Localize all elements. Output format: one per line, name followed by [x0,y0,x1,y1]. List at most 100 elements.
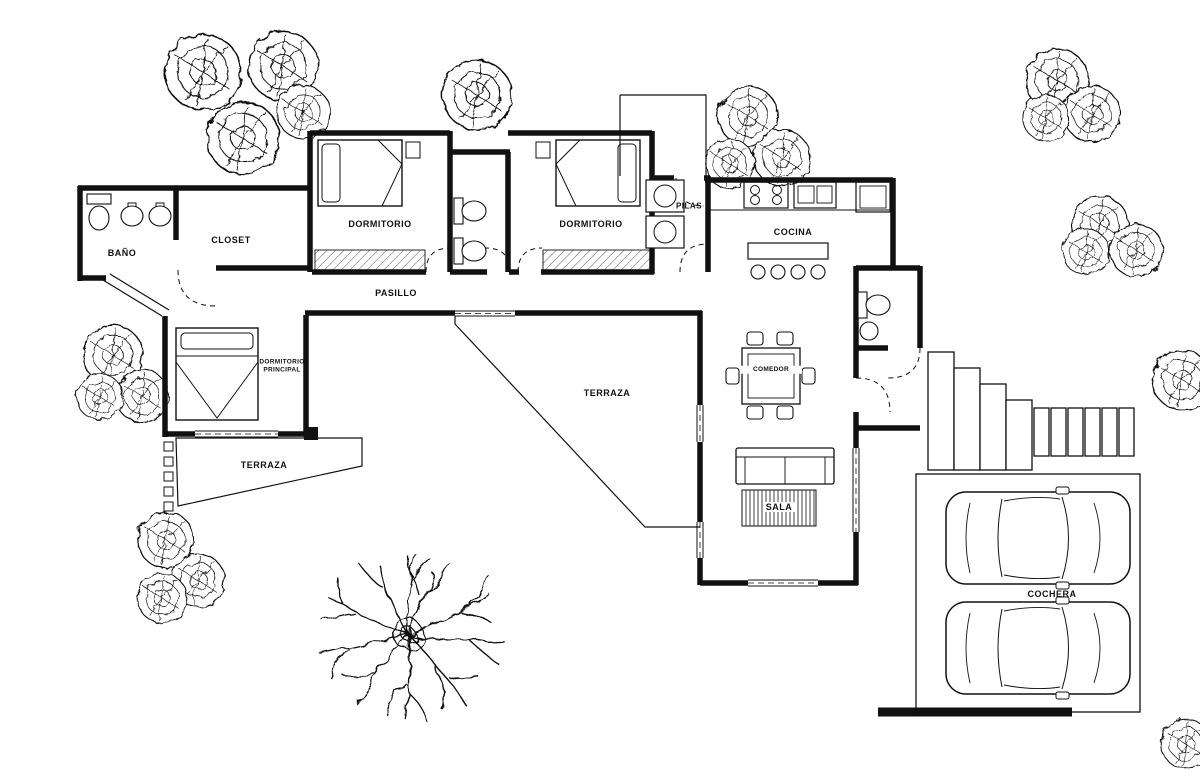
toilet-icon [461,200,487,222]
blanket-fold [175,355,259,419]
shared-bathroom-fixtures [453,197,487,265]
toilet-icon [88,205,110,231]
ramp-lines [102,273,170,317]
kitchen-island-icon [747,242,829,260]
door-swing-icon [485,247,511,273]
bare-tree-icon [320,555,504,724]
master-bedroom-furniture [175,327,259,421]
room-label-bano: BAÑO [107,248,137,258]
bed-icon [175,327,259,421]
laundry-tub-icon [653,220,677,244]
room-label-terraza-oeste: TERRAZA [240,460,288,470]
windows [195,310,860,587]
room-label-dormitorio-1: DORMITORIO [348,219,412,229]
tree-icon [1160,718,1200,770]
fridge-icon [859,185,887,209]
pillow-icon [180,332,254,350]
column-icon [163,471,174,482]
tree-icon [164,33,242,111]
stool-icon [810,264,826,280]
stair-tread [979,383,1007,471]
fridge-icon [855,181,891,213]
stair-tread [1005,399,1033,471]
laundry-fixtures [645,179,685,249]
laundry-tub-icon [653,184,677,208]
room-label-dormitorio-2: DORMITORIO [559,219,623,229]
room-label-dormitorio-principal: DORMITORIO PRINCIPAL [259,358,305,374]
column-icon [163,456,174,467]
stair-tread [1067,407,1084,457]
bedroom-1-furniture [314,139,426,271]
tree-icon [136,572,188,624]
kitchen-fixtures [706,181,891,280]
stool-icon [790,264,806,280]
stair-tread [1084,407,1101,457]
column-icon [163,501,174,512]
stair-tread [1118,407,1135,457]
tree-icon [76,373,124,421]
dining-table-icon [741,347,801,405]
car-icon [945,596,1131,700]
kitchen-sink-icon [816,185,833,204]
service-patio-outline [619,94,707,176]
walls [77,130,923,586]
burner-icon [772,195,782,205]
wall-corner-block [304,427,318,440]
door-swing-icon [177,269,217,307]
door-swing-icon [855,377,891,413]
terrace-central-outline [454,316,700,528]
room-label-pilas: PILAS [675,201,703,211]
wardrobe-icon [314,249,426,271]
door-swings [177,177,921,413]
nightstand-icon [405,141,421,159]
tree-icon [1151,349,1200,411]
door-swing-icon [679,243,709,273]
chair-icon [746,331,764,346]
tree-icon [1063,85,1121,143]
tree-icon [205,100,281,176]
stairs [927,351,1135,471]
room-label-cochera: COCHERA [1027,589,1077,599]
blanket-fold [377,139,403,207]
sofa-icon [736,456,834,484]
garage-outline [915,473,1141,713]
room-label-cocina: COCINA [773,227,813,237]
bed-icon [317,139,403,207]
stair-tread [1101,407,1118,457]
tree-icon [1062,228,1110,276]
room-label-comedor: COMEDOR [740,365,802,375]
chair-icon [801,367,816,385]
sink-icon [120,205,144,227]
chair-icon [776,331,794,346]
car-icon [945,486,1131,590]
burner-icon [772,185,782,195]
terrace-west-outline [175,437,363,507]
chair-icon [746,405,764,420]
toilet-icon [461,240,487,262]
column-icon [163,441,174,452]
tree-icon [1022,94,1070,142]
bedroom-2-furniture [535,139,652,271]
door-swing-icon [887,347,921,379]
stair-tread [1050,407,1067,457]
toilet-icon [86,193,112,205]
tree-icon [1109,223,1163,277]
burner-icon [750,195,760,205]
chair-icon [725,367,740,385]
bed-icon [555,139,641,207]
stair-tread [1033,407,1050,457]
blanket-fold [555,139,581,207]
room-label-closet: CLOSET [211,235,251,245]
wardrobe-icon [542,249,652,271]
burner-icon [750,185,760,195]
bathroom-main-fixtures [86,193,172,231]
dining-furniture [725,331,816,420]
stair-tread [927,351,955,471]
column-icon [163,486,174,497]
room-label-terraza-central: TERRAZA [583,388,631,398]
sink-icon [148,205,172,227]
kitchen-sink-icon [793,181,837,209]
terrace-columns [163,441,174,512]
